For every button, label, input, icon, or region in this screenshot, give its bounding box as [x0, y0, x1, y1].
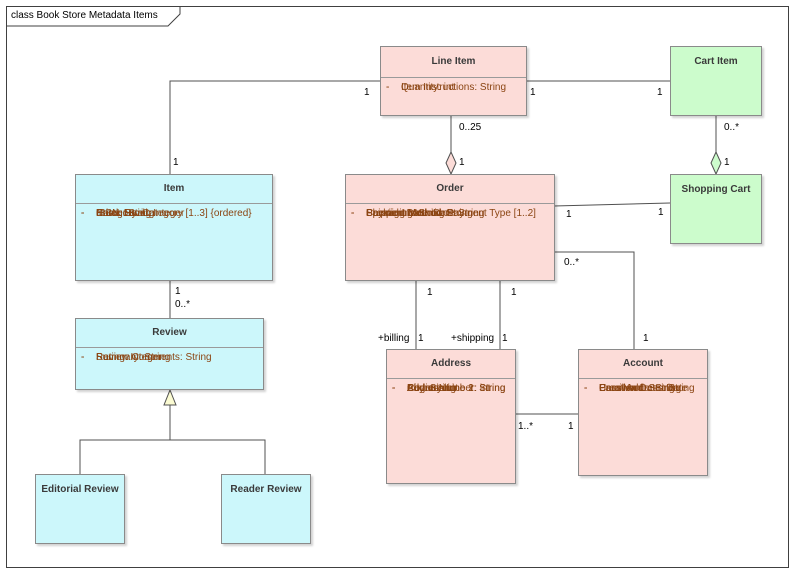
multiplicity-label: 1 [658, 207, 664, 218]
class-editorial-review[interactable]: Editorial Review [35, 474, 125, 544]
multiplicity-label: 1 [502, 333, 508, 344]
class-cart-item[interactable]: Cart Item [670, 46, 762, 116]
multiplicity-label: 1 [657, 87, 663, 98]
class-line-item[interactable]: Line Item -Item Instructions: String -Qu… [380, 46, 527, 116]
class-name: Shopping Cart [681, 184, 751, 195]
role-label: +shipping [451, 333, 495, 344]
multiplicity-label: 1 [459, 157, 465, 168]
attribute-list: -Item Instructions: String -Quantity: in… [386, 82, 507, 93]
multiplicity-label: 1 [418, 333, 424, 344]
attribute-list: -Creation Date: Date -Email Address: Str… [584, 383, 695, 394]
class-review[interactable]: Review -Rating: Integer -Review Comments… [75, 318, 264, 390]
class-reader-review[interactable]: Reader Review [221, 474, 311, 544]
class-name: Account [623, 358, 663, 369]
multiplicity-label: 1 [530, 87, 536, 98]
attribute-list: -Category: Category [1..3] {ordered} -IS… [81, 208, 252, 219]
attribute-list: -Address Line 1: String -Address Line 2:… [392, 383, 506, 394]
multiplicity-label: 1..* [518, 421, 534, 432]
aggregation-diamond-order [445, 150, 457, 176]
multiplicity-label: 1 [427, 287, 433, 298]
multiplicity-label: 1 [724, 157, 730, 168]
class-name: Order [436, 183, 464, 194]
aggregation-diamond-cart [710, 150, 722, 176]
attribute-list: -Rating: Integer -Review Comments: Strin… [81, 352, 212, 363]
multiplicity-label: 0..25 [459, 122, 482, 133]
frame-title: class Book Store Metadata Items [11, 10, 158, 21]
class-name: Item [163, 183, 185, 194]
class-account[interactable]: Account -Creation Date: Date -Email Addr… [578, 349, 708, 476]
diagram-frame [6, 6, 789, 568]
assoc-item-lineitem [169, 80, 380, 174]
multiplicity-label: 1 [566, 209, 572, 220]
multiplicity-label: 0..* [724, 122, 740, 133]
generalization-arrow [163, 388, 177, 406]
class-name: Address [430, 358, 471, 369]
gen-branch [79, 439, 266, 474]
multiplicity-label: 1 [511, 287, 517, 298]
multiplicity-label: 1 [173, 157, 179, 168]
multiplicity-label: 1 [364, 87, 370, 98]
class-name: Editorial Review [41, 484, 119, 495]
class-item[interactable]: Item -Category: Category [1..3] {ordered… [75, 174, 273, 281]
role-label: +billing [378, 333, 410, 344]
assoc-order-account [554, 251, 635, 349]
class-name: Cart Item [694, 56, 738, 67]
class-address[interactable]: Address -Address Line 1: String -Address… [386, 349, 516, 484]
multiplicity-label: 0..* [564, 257, 580, 268]
attribute-list: -Creation Date: Date -Packaging: String … [351, 208, 536, 219]
class-name: Line Item [431, 56, 476, 67]
multiplicity-label: 1 [643, 333, 649, 344]
multiplicity-label: 1 [568, 421, 574, 432]
multiplicity-label: 1 [175, 286, 181, 297]
class-name: Reader Review [230, 484, 302, 495]
multiplicity-label: 0..* [175, 299, 191, 310]
class-shopping-cart[interactable]: Shopping Cart [670, 174, 762, 244]
assoc-order-cart [553, 202, 671, 207]
frame-tab-shape [6, 6, 181, 27]
class-name: Review [152, 327, 187, 338]
class-order[interactable]: Order -Creation Date: Date -Packaging: S… [345, 174, 555, 281]
